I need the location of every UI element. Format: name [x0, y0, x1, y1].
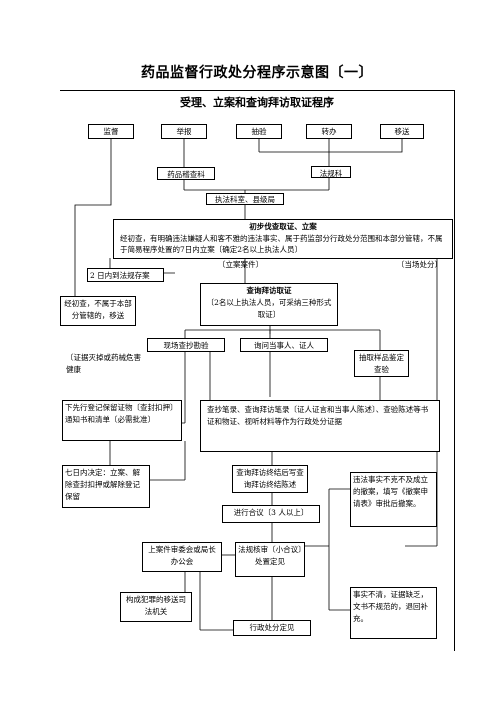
- verify-and-file-box: 初步伐查取证、立案 经初查，有明确违法嫌疑人和客不雅的违法事实、属于药监部分行政…: [113, 219, 453, 259]
- dept-inspection: 药品稽查科: [157, 167, 215, 180]
- survey-body: 〔2名以上执法人员，可采纳三种形式取证〕: [206, 298, 332, 319]
- case-committee: 上案件审委会或局长办公会: [142, 542, 222, 572]
- not-within-jurisdiction: 经初查，不属于本部分管辖的，移送: [60, 296, 136, 326]
- evidence-risk-note: 〔证据灭掉或药械危害健康: [66, 353, 141, 374]
- onsite-penalty-label: 〔当场处分〕: [397, 260, 442, 269]
- source-supervision: 监督: [88, 124, 134, 139]
- page-frame: [60, 90, 455, 651]
- source-referral: 移送: [380, 124, 424, 139]
- evidence-record: 查抄笔录、查询拜访笔录〔证人证言和当事人陈述〕、查验陈述等书证和物证、视听材料等…: [200, 400, 440, 452]
- source-sampling: 抽验: [236, 124, 282, 139]
- source-report: 举报: [161, 124, 207, 139]
- verify-title: 初步伐查取证、立案: [249, 222, 317, 231]
- collective-discussion: 进行合议〔3 人以上〕: [222, 505, 320, 523]
- method-inquiry: 询问当事人、证人: [240, 338, 328, 352]
- legal-review: 法规核审〔小合议〕处置定见: [235, 542, 305, 577]
- source-transfer: 转办: [306, 124, 352, 139]
- two-day-filing: 2 日内到法规存案: [87, 268, 164, 282]
- withdraw-case: 违法事实不克不及成立的撤案，填写《撤案申请表》审批后撤案。: [350, 472, 437, 527]
- survey-title: 查询拜访取证: [246, 286, 292, 295]
- penalty-opinion: 行政处分定见: [233, 620, 311, 636]
- diagram-title: 药品监督行政处分程序示意图〔一〕: [141, 65, 373, 81]
- crime-transfer: 构成犯罪的移送司法机关: [120, 592, 192, 622]
- case-label: 〔立案案件〕: [218, 260, 263, 269]
- survey-evidence-box: 查询拜访取证 〔2名以上执法人员，可采纳三种形式取证〕: [200, 283, 338, 326]
- seize-notice: 下先行登记保留证物〔查封扣押〕通知书和清单〔必需批准〕: [62, 400, 182, 441]
- diagram-subtitle: 受理、立案和查询拜访取证程序: [180, 96, 334, 109]
- survey-end-report: 查询拜访终结后写查询拜访终结陈述: [232, 465, 308, 493]
- exec-office: 执法科室、县级局: [206, 193, 284, 205]
- return-supplement: 事实不清，证据缺乏，文书不规范的，退回补充。: [350, 587, 437, 639]
- method-onsite: 现场查抄勘验: [147, 338, 225, 352]
- seven-day-decision: 七日内决定：立案、解除查封扣押或解除登记保留: [62, 465, 150, 508]
- dept-regulation: 法规科: [311, 166, 351, 178]
- verify-body: 经初查，有明确违法嫌疑人和客不雅的违法事实、属于药监部分行政处分范围和本部分管辖…: [120, 234, 443, 254]
- method-sample: 抽取样品鉴定查验: [354, 350, 409, 377]
